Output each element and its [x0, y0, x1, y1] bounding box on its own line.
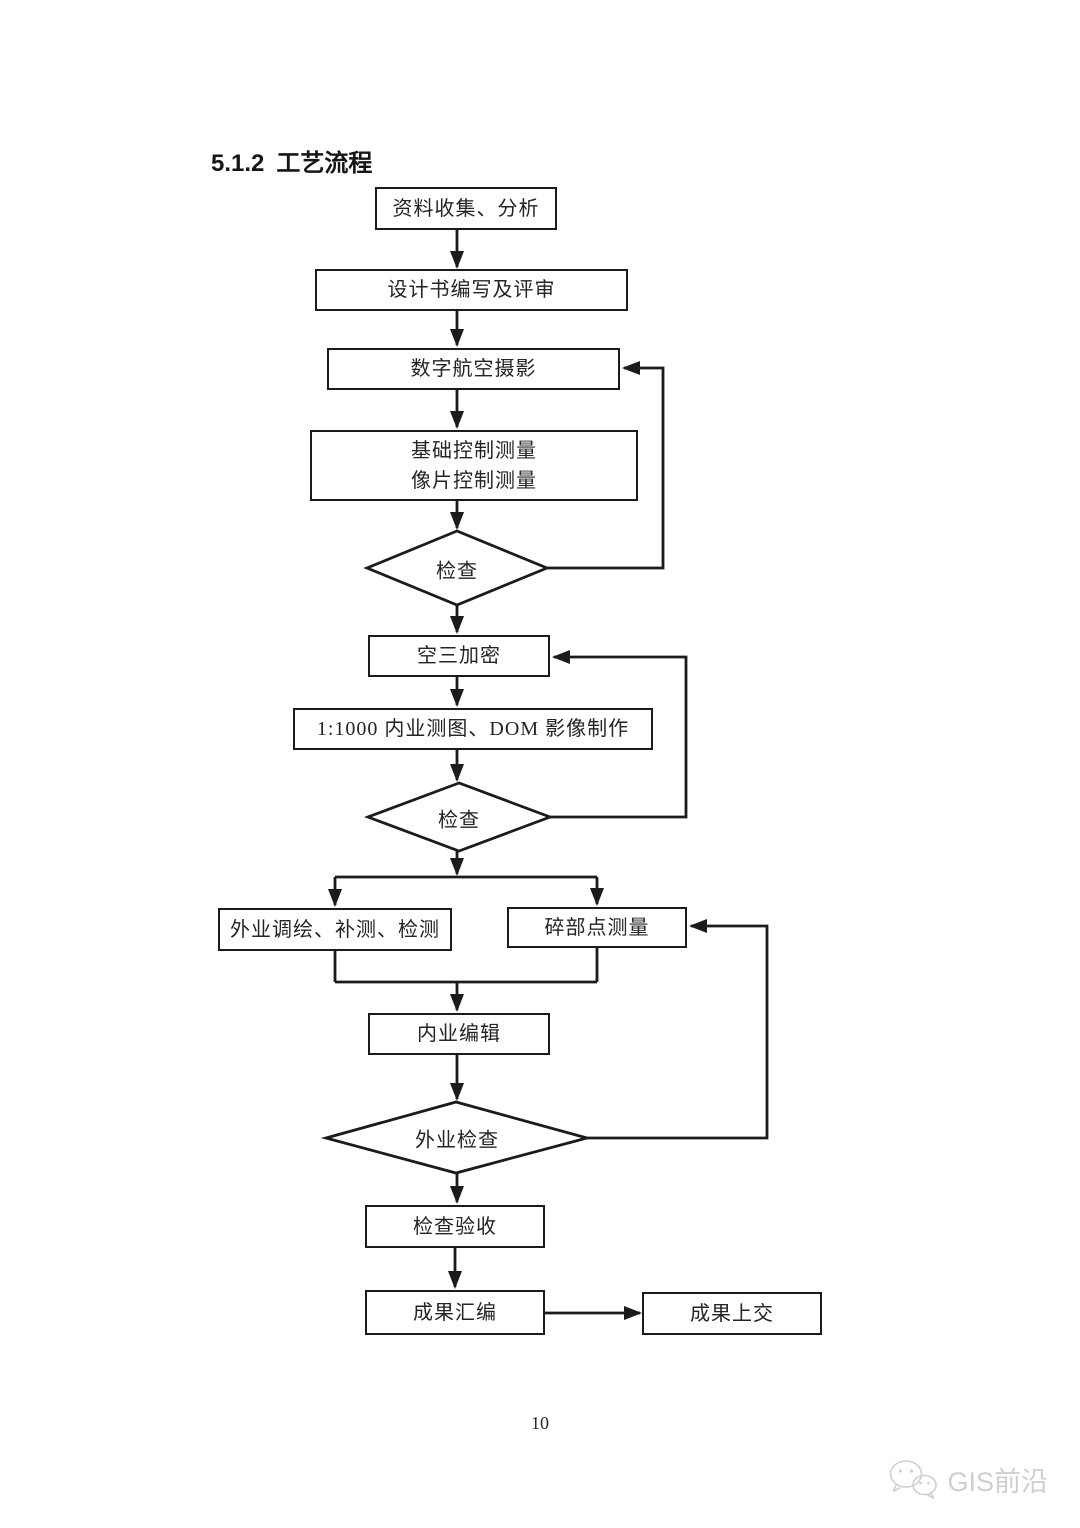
- node-label: 资料收集、分析: [392, 197, 540, 220]
- node-triangulation: 空三加密: [368, 635, 550, 677]
- node-label: 基础控制测量 像片控制测量: [411, 439, 537, 492]
- node-label: 成果上交: [690, 1302, 774, 1325]
- edge-check1-aerial-feedback: [547, 361, 665, 570]
- node-aerial: 数字航空摄影: [327, 348, 620, 390]
- decision-field-check-shape: [320, 1100, 593, 1175]
- edge-field-check-detail-feedback: [587, 919, 769, 1140]
- decision-check1-shape: [363, 529, 551, 607]
- node-detail-points: 碎部点测量: [507, 907, 687, 948]
- node-field-survey: 外业调绘、补测、检测: [218, 908, 452, 951]
- section-heading: 5.1.2 工艺流程: [211, 143, 372, 178]
- node-collect: 资料收集、分析: [375, 187, 557, 230]
- node-acceptance: 检查验收: [365, 1205, 545, 1248]
- decision-check2-shape: [363, 781, 555, 853]
- node-design: 设计书编写及评审: [315, 269, 628, 311]
- node-compile: 成果汇编: [365, 1290, 545, 1335]
- edge-check2-triangulation-feedback: [550, 650, 688, 819]
- node-label: 数字航空摄影: [410, 358, 537, 380]
- watermark-brand: GIS前沿: [947, 1466, 1048, 1497]
- node-mapping: 1:1000 内业测图、DOM 影像制作: [293, 708, 653, 750]
- node-label: 1:1000 内业测图、DOM 影像制作: [316, 718, 630, 740]
- node-label: 检查验收: [413, 1215, 497, 1238]
- watermark: GIS前沿: [887, 1458, 1048, 1500]
- node-submit: 成果上交: [642, 1292, 822, 1335]
- section-title: 工艺流程: [276, 150, 373, 177]
- decision-check2-label: 检查: [438, 809, 480, 832]
- node-label: 设计书编写及评审: [387, 279, 556, 301]
- node-label: 碎部点测量: [544, 916, 650, 939]
- section-number: 5.1.2: [211, 150, 265, 177]
- node-label: 内业编辑: [417, 1023, 501, 1045]
- node-label: 空三加密: [417, 645, 501, 667]
- node-label: 外业调绘、补测、检测: [230, 918, 440, 941]
- node-indoor-edit: 内业编辑: [368, 1013, 550, 1055]
- decision-check1-label: 检查: [436, 560, 478, 583]
- node-control: 基础控制测量 像片控制测量: [310, 430, 638, 501]
- decision-field-check-label: 外业检查: [415, 1129, 499, 1152]
- wechat-icon: [890, 1460, 938, 1499]
- node-label: 成果汇编: [413, 1301, 497, 1324]
- page-number: 10: [531, 1413, 549, 1433]
